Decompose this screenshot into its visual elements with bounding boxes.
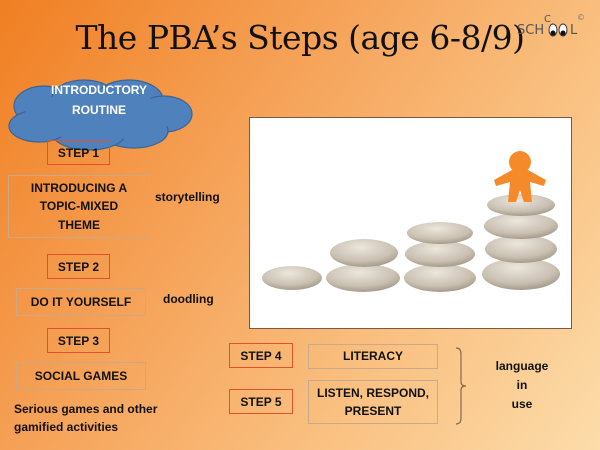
step-1-label: STEP 1 [47,140,110,165]
stacked-stones-image [249,117,572,329]
step-1-note: storytelling [155,190,220,204]
cloud-shape [8,79,193,151]
step-3-label: STEP 3 [47,328,110,353]
svg-text:C: C [544,14,551,25]
slide-title: The PBA’s Steps (age 6-8/9) [75,18,525,57]
svg-text:L: L [570,23,578,38]
step-2-note: doodling [163,292,214,306]
step-2-activity: DO IT YOURSELF [16,288,146,316]
svg-text:©: © [577,13,585,22]
step-2-label: STEP 2 [47,254,110,279]
step-5-activity: LISTEN, RESPOND,PRESENT [308,380,438,424]
orange-figure [494,151,546,202]
step-3-activity: SOCIAL GAMES [16,362,146,390]
stones [262,194,560,292]
step-4-activity: LITERACY [308,344,438,369]
svg-text:SCH: SCH [517,23,544,38]
step-4-label: STEP 4 [229,343,293,368]
cool-school-logo: SCH C L © [515,8,595,42]
curly-brace-icon [455,347,467,425]
step-5-label: STEP 5 [229,389,293,414]
